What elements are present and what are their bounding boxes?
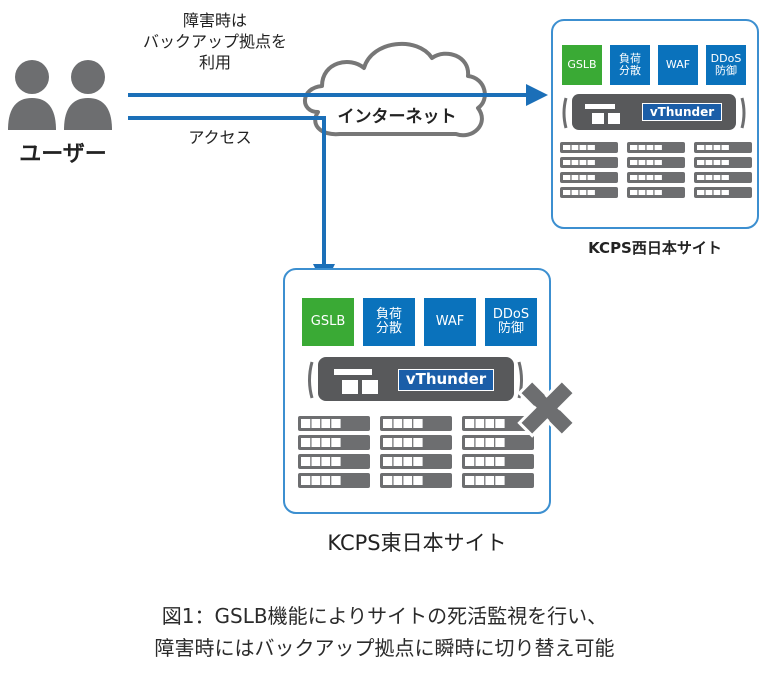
west-service-load-balancing: 負荷 分散 xyxy=(610,45,650,85)
server-unit-icon xyxy=(694,172,752,183)
west-site-caption: KCPS西日本サイト xyxy=(588,239,722,257)
internet-cloud-icon xyxy=(303,41,487,138)
figure-caption-line-1: 図1：GSLB機能によりサイトの死活監視を行い、 xyxy=(161,604,608,628)
server-unit-icon xyxy=(298,435,370,450)
server-unit-icon xyxy=(627,172,685,183)
server-unit-icon xyxy=(462,473,534,488)
server-unit-icon xyxy=(298,473,370,488)
server-unit-icon xyxy=(627,142,685,153)
user-icon xyxy=(64,60,112,130)
east-service-gslb: GSLB xyxy=(302,298,354,346)
west-service-gslb: GSLB xyxy=(562,45,602,85)
server-unit-icon xyxy=(462,435,534,450)
west-server-racks xyxy=(560,142,752,198)
server-unit-icon xyxy=(694,187,752,198)
server-unit-icon xyxy=(380,454,452,469)
server-unit-icon xyxy=(694,142,752,153)
server-unit-icon xyxy=(560,187,618,198)
server-unit-icon xyxy=(462,454,534,469)
server-unit-icon xyxy=(298,416,370,431)
internet-label: インターネット xyxy=(337,107,457,127)
user-icon xyxy=(8,60,56,130)
server-unit-icon xyxy=(627,187,685,198)
figure-caption-line-2: 障害時にはバックアップ拠点に瞬時に切り替え可能 xyxy=(154,636,615,660)
server-unit-icon xyxy=(627,157,685,168)
failover-note: 障害時は バックアップ拠点を 利用 xyxy=(142,11,287,72)
access-note: アクセス xyxy=(188,128,252,147)
server-unit-icon xyxy=(380,435,452,450)
east-site-caption: KCPS東日本サイト xyxy=(327,531,507,555)
users-label: ユーザー xyxy=(19,142,107,167)
server-unit-icon xyxy=(694,157,752,168)
server-unit-icon xyxy=(560,157,618,168)
server-unit-icon xyxy=(560,142,618,153)
west-vthunder-label: vThunder xyxy=(642,103,722,121)
east-vthunder-label: vThunder xyxy=(398,369,494,391)
west-service-ddos: DDoS 防御 xyxy=(706,45,746,85)
east-service-ddos: DDoS 防御 xyxy=(485,298,537,346)
failover-arrow xyxy=(128,84,548,106)
server-unit-icon xyxy=(298,454,370,469)
east-service-load-balancing: 負荷 分散 xyxy=(363,298,415,346)
failure-x-icon xyxy=(517,378,577,438)
east-server-racks xyxy=(298,416,534,488)
server-unit-icon xyxy=(380,416,452,431)
east-service-waf: WAF xyxy=(424,298,476,346)
server-unit-icon xyxy=(462,416,534,431)
server-unit-icon xyxy=(380,473,452,488)
west-service-waf: WAF xyxy=(658,45,698,85)
server-unit-icon xyxy=(560,172,618,183)
